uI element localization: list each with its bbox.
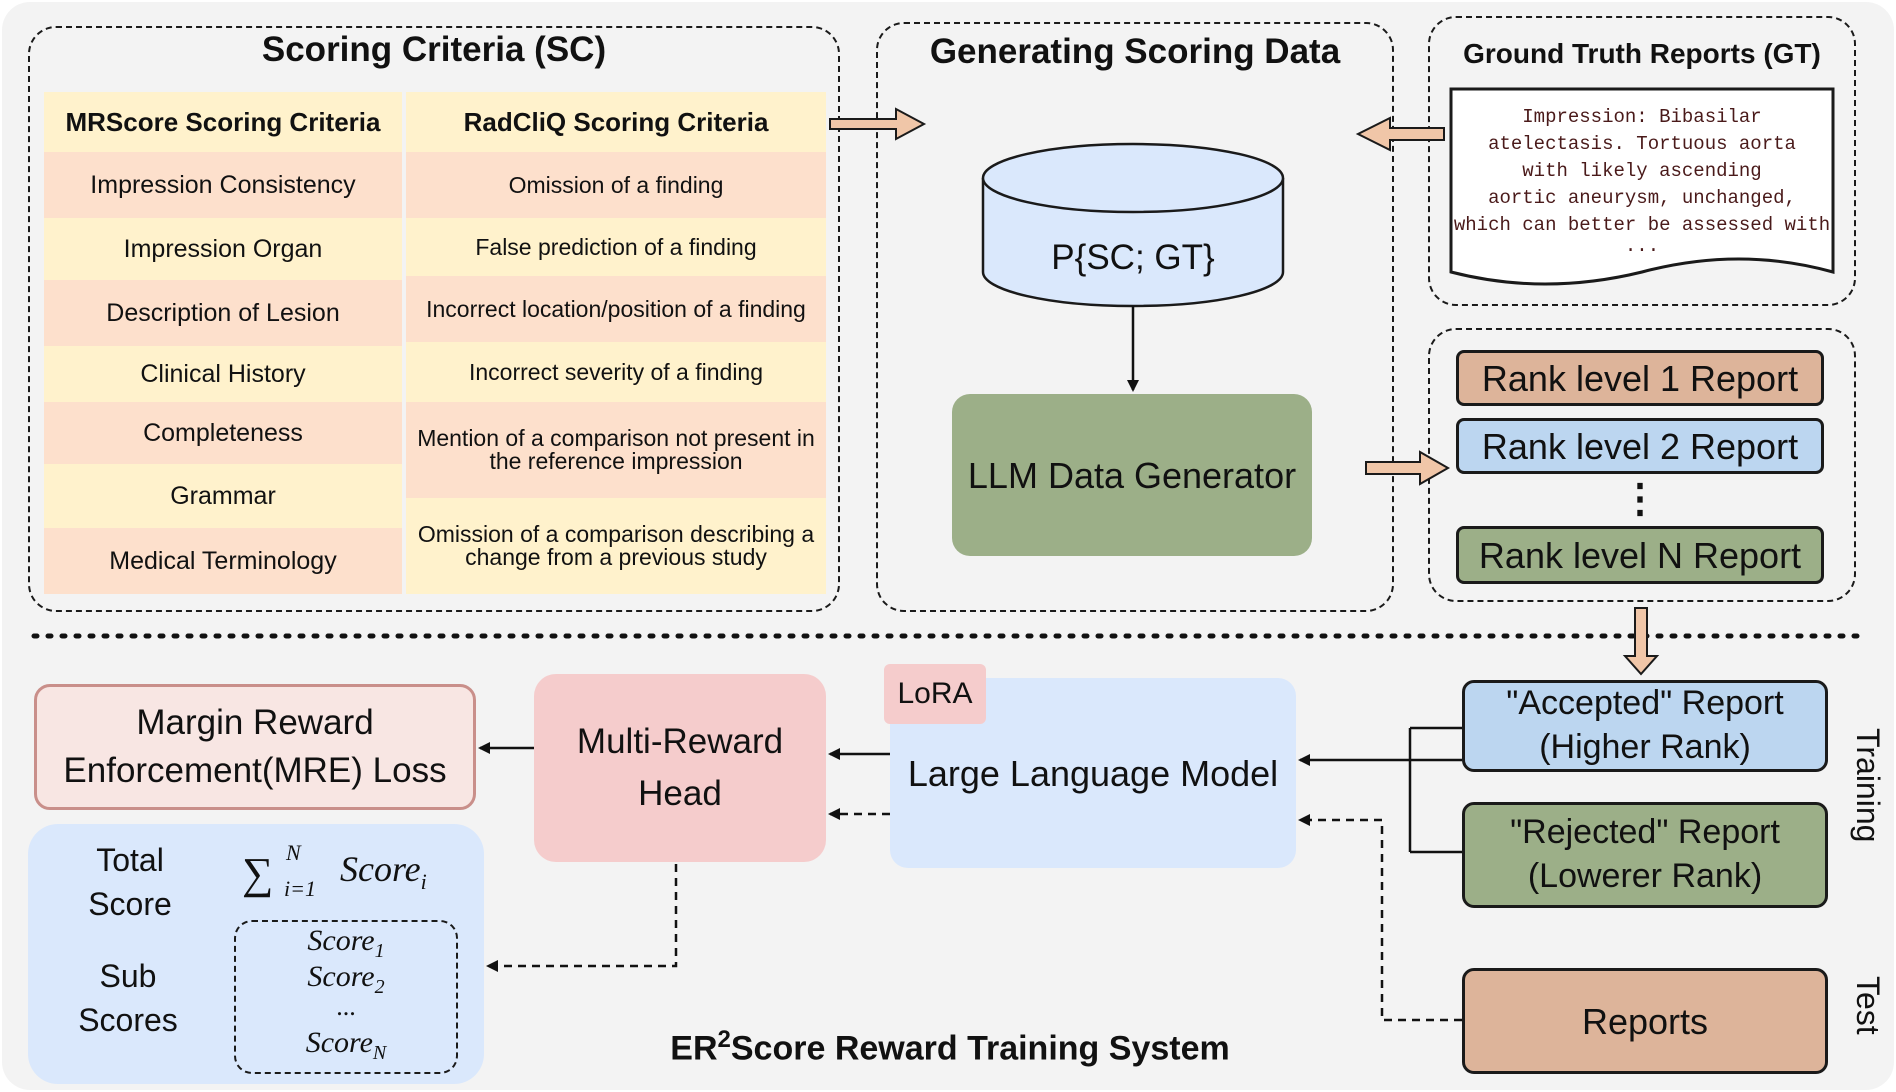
sum-formula: ∑ N i=1 Scorei	[242, 838, 462, 918]
loss-line-1: Margin Reward	[136, 703, 374, 743]
sub-line-2: Scores	[78, 1002, 178, 1039]
rank-level-2-report: Rank level 2 Report	[1456, 418, 1824, 474]
ground-truth-text: Impression: Bibasilar atelectasis. Tortu…	[1452, 104, 1832, 259]
sub-score-2: Score2	[234, 960, 458, 999]
generating-group	[876, 22, 1394, 612]
sc-to-generator-arrow	[829, 107, 927, 141]
scores-panel	[28, 824, 484, 1084]
score-2-name: Score	[307, 960, 375, 993]
sum-lower-limit: i=1	[284, 876, 316, 901]
radcliq-item: False prediction of a finding	[406, 218, 826, 276]
sum-term-sub: i	[420, 869, 427, 895]
system-title-prefix: ER	[670, 1029, 718, 1068]
database-label: P{SC; GT}	[1051, 238, 1215, 277]
rank-level-n-report: Rank level N Report	[1456, 526, 1824, 584]
radcliq-item: Mention of a comparison not present in t…	[406, 402, 826, 498]
mrscore-item: Medical Terminology	[44, 528, 402, 594]
total-line-2: Score	[88, 886, 172, 923]
gt-line: ...	[1624, 235, 1660, 257]
system-title-suffix: Score Reward Training System	[730, 1029, 1230, 1068]
ground-truth-group	[1428, 16, 1856, 306]
loss-line-2: Enforcement(MRE) Loss	[63, 751, 447, 790]
gt-line: Impression: Bibasilar	[1522, 106, 1762, 128]
sub-score-1: Score1	[234, 924, 458, 963]
total-line-1: Total	[96, 842, 164, 878]
sub-score-dots: ...	[336, 992, 356, 1021]
gt-line: aortic aneurysm, unchanged,	[1488, 187, 1796, 209]
sum-term: Scorei	[340, 848, 427, 895]
test-to-llm-arrow	[1298, 814, 1462, 1022]
system-title-sup: 2	[717, 1026, 731, 1053]
sum-symbol: ∑	[242, 849, 274, 898]
score-1-sub: 1	[374, 940, 385, 962]
database-icon	[980, 140, 1286, 310]
mrscore-header: MRScore Scoring Criteria	[44, 92, 402, 152]
radcliq-item: Omission of a finding	[406, 152, 826, 218]
radcliq-item: Omission of a comparison describing a ch…	[406, 498, 826, 594]
score-1-name: Score	[307, 924, 375, 957]
multi-reward-head: Multi-Reward Head	[534, 674, 826, 862]
gt-to-generator-arrow	[1355, 116, 1445, 152]
rejected-line-2: (Lowerer Rank)	[1527, 857, 1763, 895]
large-language-model: Large Language Model	[890, 678, 1296, 868]
sum-term-name: Score	[340, 849, 421, 889]
mrscore-item: Clinical History	[44, 346, 402, 402]
rank-ellipsis: ⋮	[1620, 477, 1660, 521]
accepted-report: "Accepted" Report (Higher Rank)	[1462, 680, 1828, 772]
sub-scores-group	[234, 920, 458, 1074]
system-title: ER2Score Reward Training System	[600, 1026, 1300, 1068]
rejected-report: "Rejected" Report (Lowerer Rank)	[1462, 802, 1828, 908]
rank-level-1-report: Rank level 1 Report	[1456, 350, 1824, 406]
lora-badge: LoRA	[884, 664, 986, 724]
sub-score-n: ScoreN	[234, 1026, 458, 1065]
accepted-line-2: (Higher Rank)	[1539, 728, 1751, 766]
generating-title: Generating Scoring Data	[929, 32, 1341, 71]
scoring-criteria-group	[28, 26, 840, 612]
llm-data-generator: LLM Data Generator	[952, 394, 1312, 556]
mrscore-item: Impression Consistency	[44, 152, 402, 218]
mrscore-item: Grammar	[44, 464, 402, 528]
gt-line: atelectasis. Tortuous aorta	[1488, 133, 1796, 155]
radcliq-item: Incorrect location/position of a finding	[406, 276, 826, 342]
mrscore-item: Impression Organ	[44, 218, 402, 280]
radcliq-header: RadCliQ Scoring Criteria	[406, 92, 826, 152]
ranks-to-accepted-arrow	[1622, 607, 1660, 676]
score-n-name: Score	[305, 1026, 373, 1059]
gt-line: which can better be assessed with	[1453, 214, 1831, 236]
accepted-line-1: "Accepted" Report	[1506, 684, 1784, 723]
score-2-sub: 2	[374, 976, 385, 998]
sub-line-1: Sub	[99, 958, 157, 994]
head-to-scores-arrow	[486, 864, 678, 972]
test-reports: Reports	[1462, 968, 1828, 1074]
mre-loss-box: Margin Reward Enforcement(MRE) Loss	[34, 684, 476, 810]
head-line-1: Multi-Reward	[576, 722, 784, 762]
score-n-sub: N	[372, 1042, 387, 1064]
mrscore-item: Description of Lesion	[44, 280, 402, 346]
gt-line: with likely ascending	[1522, 160, 1762, 182]
ground-truth-title: Ground Truth Reports (GT)	[1463, 38, 1821, 69]
mrscore-item: Completeness	[44, 402, 402, 464]
sum-upper-limit: N	[286, 840, 301, 865]
scoring-criteria-title: Scoring Criteria (SC)	[261, 30, 607, 69]
rejected-line-1: "Rejected" Report	[1510, 813, 1780, 852]
head-line-2: Head	[638, 774, 722, 813]
sub-scores-label: Sub Scores	[58, 954, 198, 1042]
radcliq-item: Incorrect severity of a finding	[406, 342, 826, 402]
total-score-label: Total Score	[60, 838, 200, 926]
generator-to-ranks-arrow	[1365, 450, 1451, 486]
report-document-icon	[1448, 86, 1836, 286]
